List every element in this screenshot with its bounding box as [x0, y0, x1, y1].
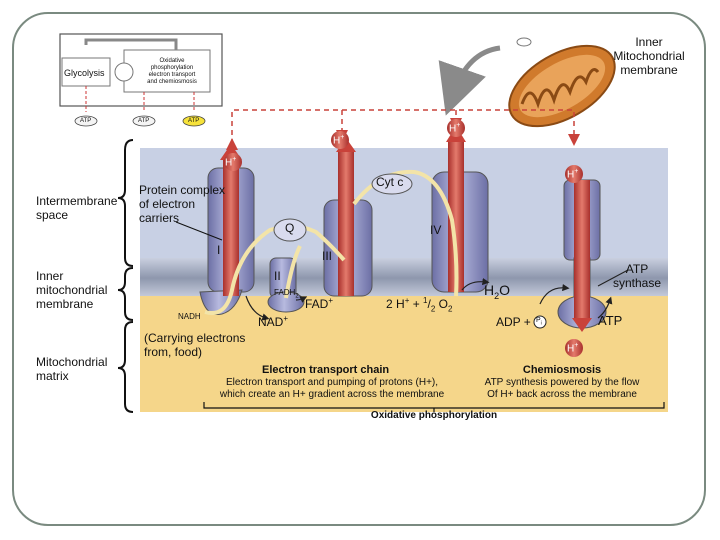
etc-description: Electron transport and pumping of proton…: [219, 377, 445, 400]
fad-label: FAD+: [305, 296, 334, 311]
proton-synthase-out: [565, 339, 583, 357]
synthase-leader: [597, 269, 629, 287]
nad-label: NAD+: [258, 314, 289, 329]
proton-synthase-in: [565, 165, 583, 183]
inset-atp-2: ATP: [138, 118, 150, 124]
complex-I-label: I: [217, 243, 221, 257]
brace-matrix: [117, 321, 134, 413]
oxphos-caption: Oxidative phosphorylation: [370, 410, 498, 421]
inset-glycolysis: Glycolysis: [64, 68, 105, 78]
protein-complex-leader: [175, 221, 223, 241]
proton-loop-dashed: [226, 109, 580, 150]
zoom-arrow: [438, 45, 501, 116]
h-plus-synthase-in: H+: [567, 168, 579, 181]
slide-frame: [12, 12, 706, 526]
oxygen-reduction-label: 2 H+ + 1/2 O2: [386, 296, 453, 314]
Q-label: Q: [285, 221, 295, 235]
inset-atp-3: ATP: [188, 118, 200, 124]
electron-path-I: [204, 224, 346, 315]
electron-path-II: [284, 245, 302, 299]
h-plus-III: H+: [333, 134, 345, 147]
ubiquinone-Q: [273, 218, 307, 242]
nad-arrow: [245, 295, 270, 321]
mitochondrion-illustration: [508, 37, 616, 128]
etc-title: Electron transport chain: [262, 364, 390, 376]
atp-synthase: [557, 179, 607, 332]
h-plus-IV: H+: [449, 122, 461, 135]
water-arrow: [461, 277, 490, 291]
atp-arrow: [597, 296, 613, 319]
proton-I: [224, 153, 242, 171]
phosphate-circle: [533, 315, 547, 329]
cytochrome-c: [371, 173, 413, 195]
brace-membrane: [117, 267, 134, 321]
complex-II-label: II: [274, 269, 281, 283]
inset-atp-1: ATP: [80, 118, 92, 124]
inset-overview: [59, 33, 223, 127]
phosphate-label: Pi: [536, 317, 542, 327]
complex-III-label: III: [322, 249, 333, 263]
inner-membrane-title: Inner Mitochondrial membrane: [613, 35, 685, 77]
fad-arrow: [295, 296, 308, 303]
adp-label: ADP +: [496, 315, 531, 329]
complex-IV-label: IV: [430, 223, 442, 237]
h-plus-synthase-out: H+: [567, 342, 579, 355]
proton-IV: [447, 119, 465, 137]
water-label: H2O: [484, 282, 511, 301]
chemiosmosis-title: Chemiosmosis: [522, 364, 602, 376]
nadh-label: NADH: [178, 312, 201, 321]
cyt-c-label: Cyt c: [376, 175, 404, 189]
proton-III: [331, 131, 349, 149]
brace-intermembrane: [117, 139, 134, 267]
fadh2-label: FADH2: [274, 288, 299, 300]
atp-label: ATP: [598, 313, 623, 328]
adp-arrow: [539, 284, 570, 305]
h-plus-I: H+: [225, 156, 237, 169]
